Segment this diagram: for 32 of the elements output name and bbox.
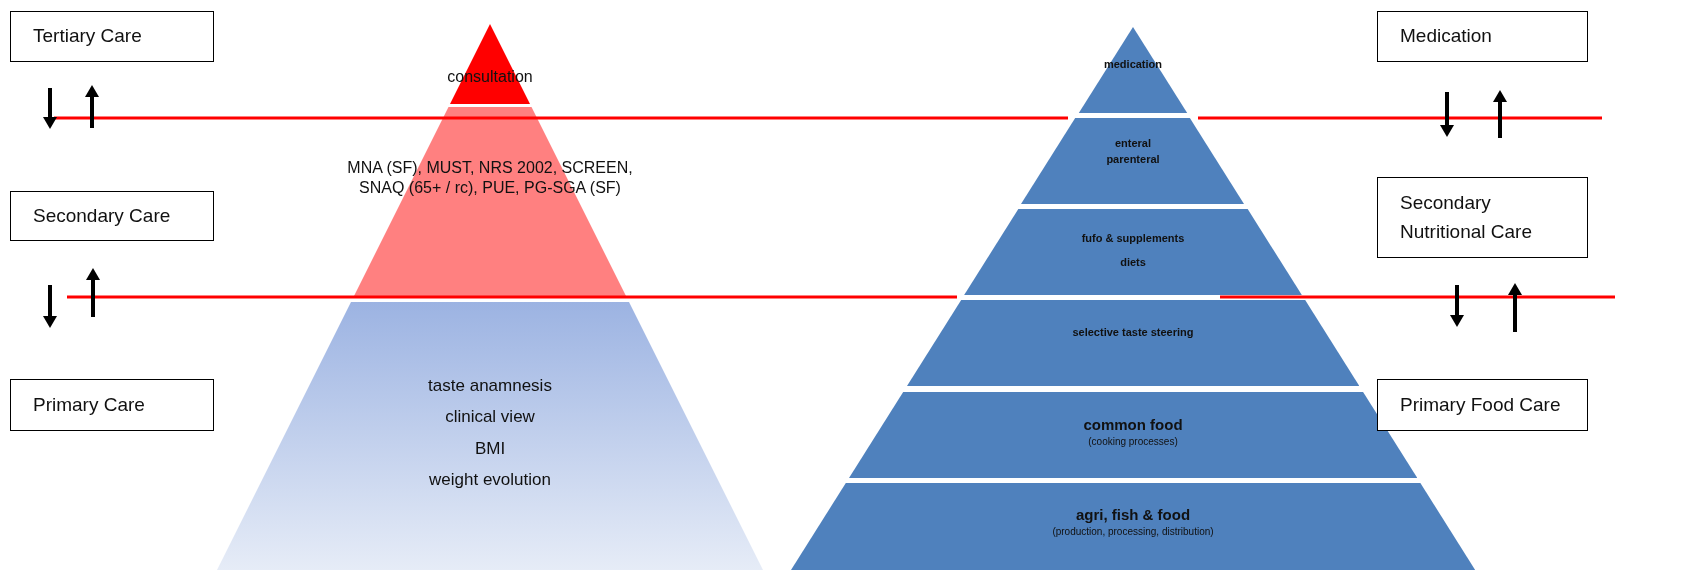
- care-level-box: [10, 11, 214, 62]
- layer-label: selective taste steering: [1072, 326, 1194, 340]
- box-label: Secondary Care: [33, 203, 171, 228]
- layer-label: diets: [1120, 255, 1146, 270]
- box-label: Primary Food Care: [1400, 392, 1561, 417]
- layer-label: (production, processing, distribution): [1052, 525, 1214, 539]
- box-label: Secondary Nutritional Care: [1400, 191, 1533, 244]
- layer-label: weight evolution: [429, 468, 551, 490]
- layer-label: parenteral: [1106, 152, 1160, 167]
- pyramid-layer: [790, 483, 1476, 570]
- layer-label: agri, fish & food: [1075, 506, 1191, 525]
- box-label: Tertiary Care: [33, 24, 142, 49]
- pyramid-tip: [1078, 27, 1188, 113]
- pyramid-layer: [1021, 118, 1245, 204]
- layer-label: taste anamnesis: [428, 375, 552, 397]
- care-level-box: [1377, 11, 1588, 62]
- care-level-box: [1377, 177, 1588, 258]
- pyramid-layer: [906, 300, 1360, 386]
- layer-label: enteral: [1114, 137, 1152, 151]
- care-level-box: [1377, 379, 1588, 431]
- care-level-box: [10, 379, 214, 431]
- layer-label: (cooking processes): [1088, 435, 1178, 449]
- layer-label: fufo & supplements: [1081, 232, 1185, 246]
- care-level-box: [10, 191, 214, 241]
- box-label: Primary Care: [33, 392, 145, 417]
- layer-label: MNA (SF), MUST, NRS 2002, SCREEN, SNAQ (65+ / rc), PUE, PG-SGA (SF): [346, 158, 634, 198]
- layer-label: common food: [1083, 416, 1183, 435]
- pyramid-layer: [963, 209, 1303, 295]
- box-label: Medication: [1400, 24, 1492, 49]
- pyramid-layer: [217, 302, 763, 570]
- layer-label: BMI: [474, 437, 506, 459]
- layer-label: clinical view: [445, 406, 535, 428]
